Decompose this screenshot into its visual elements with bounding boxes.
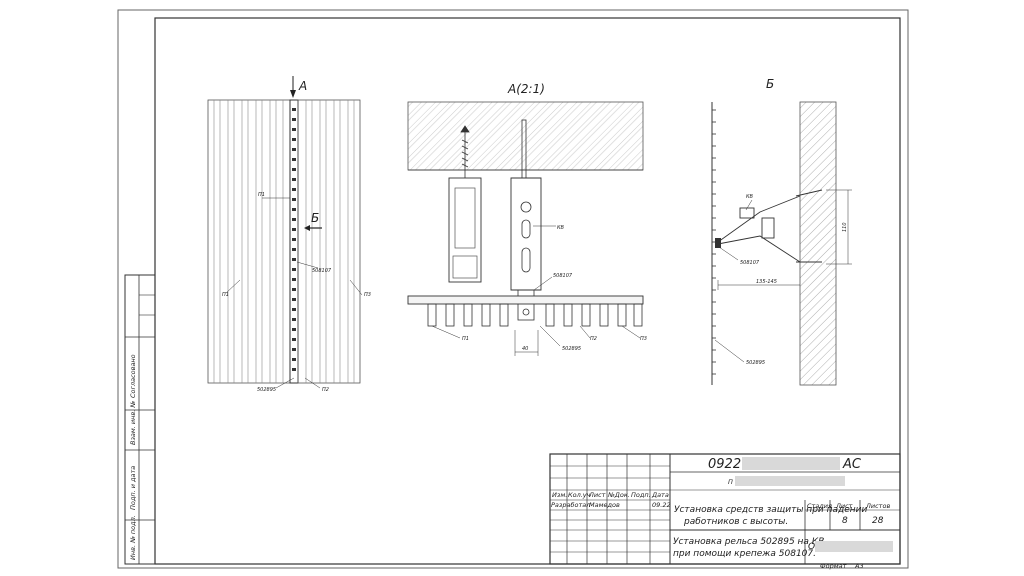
sheets-value: 28: [872, 516, 884, 526]
callout-kv-b: КВ: [746, 194, 754, 200]
hdr-list: Лист: [588, 491, 606, 499]
developer-role: Разработал: [551, 501, 590, 509]
doc-code-start: 0922: [708, 457, 741, 472]
view-b: Б: [711, 77, 852, 386]
detail-a-view: А(2:1): [407, 82, 647, 356]
callout-fastener-b: 508107: [740, 260, 760, 266]
hdr-data: Дата: [651, 491, 669, 499]
hdr-ndok: №Док.: [607, 491, 630, 499]
elevation-view: А Б П1 508107 П1 П3 502895 П2: [207, 76, 371, 393]
date-value: 09.22: [652, 501, 671, 509]
callout-kv-detail: КВ: [557, 225, 565, 231]
title-block-text: 0922 АС П Изм. Кол.уч Лист №Док. Подп. Д…: [551, 457, 893, 570]
stamp-podp-data: Подп. и дата: [129, 466, 137, 510]
redacted-row2: [735, 476, 845, 486]
format-label: Формат: [820, 562, 847, 570]
side-stamp: Инв. № подл. Подп. и дата Взам. инв. № С…: [124, 274, 156, 565]
title-block: [549, 453, 901, 565]
org-partial: О: [808, 542, 815, 552]
callout-p1-upper: П1: [258, 192, 265, 198]
sheet-label: Лист: [835, 502, 853, 510]
detail-a-title: А(2:1): [507, 82, 545, 96]
callout-p2-elev: П2: [322, 387, 329, 393]
developer-name: Мамедов: [589, 501, 620, 509]
callout-p2-detail: П2: [590, 336, 597, 342]
callout-fastener-detail: 508107: [553, 273, 573, 279]
callout-fastener-elev: 508107: [312, 268, 332, 274]
hdr-podp: Подп.: [631, 491, 651, 499]
stamp-inv-podl: Инв. № подл.: [129, 515, 137, 560]
callout-p3-right: П3: [364, 292, 371, 298]
callout-rail-b: 502895: [746, 360, 765, 366]
view-a-arrow-label: А: [298, 79, 307, 93]
redacted-doc-code: [742, 457, 840, 470]
hdr-kol: Кол.уч: [568, 491, 591, 499]
doc-code-end: АС: [842, 457, 862, 472]
stamp-vzam: Взам. инв. №: [129, 401, 137, 445]
callout-p3-detail: П3: [640, 336, 647, 342]
callout-p1-left: П1: [222, 292, 229, 298]
dim-135-145: 135-145: [756, 279, 777, 285]
sheets-label: Листов: [865, 502, 890, 510]
drawing-line1: Установка рельса 502895 на КВ: [673, 537, 824, 547]
callout-p1-detail: П1: [462, 336, 469, 342]
view-b-cut-label: Б: [311, 211, 319, 225]
redacted-org: [815, 541, 893, 552]
dim-40: 40: [522, 346, 528, 352]
stamp-soglasovano: Согласовано: [129, 354, 137, 398]
view-b-title: Б: [766, 77, 774, 91]
callout-rail-detail: 502895: [562, 346, 581, 352]
drawing-line2: при помощи крепежа 508107.: [673, 549, 816, 559]
description-line2: работников с высоты.: [683, 517, 788, 527]
sheet-value: 8: [842, 516, 848, 526]
hdr-izm: Изм.: [552, 491, 567, 499]
dim-110: 110: [842, 222, 848, 232]
callout-rail-elev: 502895: [257, 387, 276, 393]
description-line1: Установка средств защиты при падении: [674, 505, 868, 515]
format-value: А3: [854, 562, 864, 570]
stage-label: Стадия: [807, 502, 832, 510]
sheet-border: [117, 9, 909, 569]
row2-partial: П: [728, 478, 733, 486]
